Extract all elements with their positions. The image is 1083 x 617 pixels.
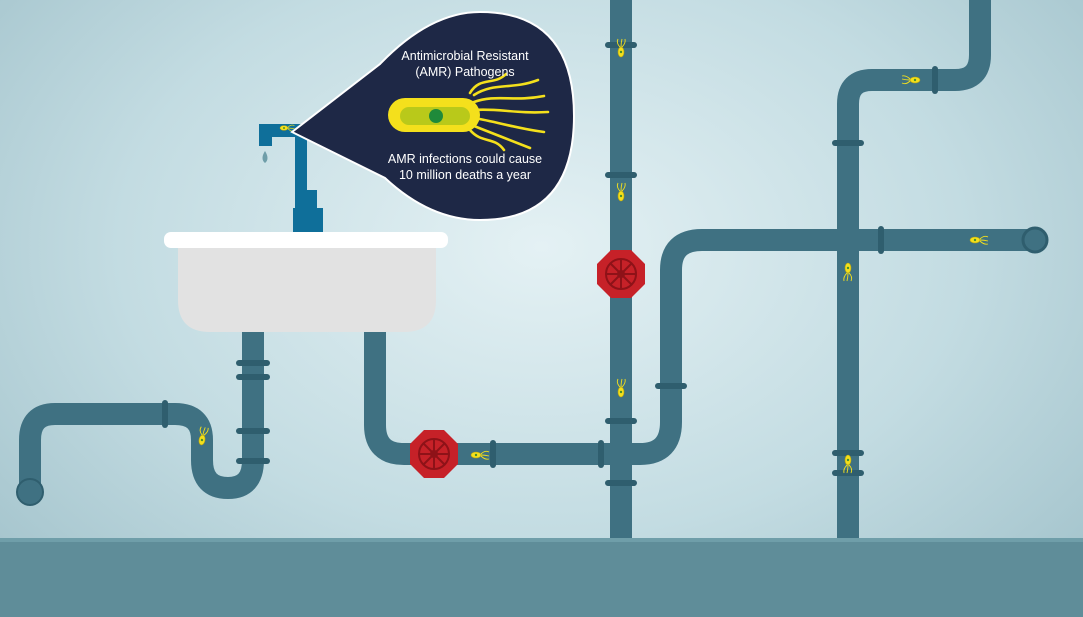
valve-wheel-icon[interactable] [409, 429, 459, 479]
callout-title: Antimicrobial Resistant (AMR) Pathogens [330, 48, 600, 80]
floor-edge [0, 538, 1083, 542]
valve-wheel-icon[interactable] [596, 249, 646, 299]
faucet [259, 124, 323, 232]
water-drop-icon [262, 151, 268, 163]
left-drain-pipe [19, 330, 264, 499]
main-horizontal-pipe [364, 229, 1035, 465]
callout-caption-line2: 10 million deaths a year [398, 168, 532, 182]
callout-caption: AMR infections could cause 10 million de… [330, 151, 600, 183]
sink-rim [164, 232, 448, 248]
left-pipe-end-cap [16, 478, 44, 506]
callout-title-line2: (AMR) Pathogens [415, 65, 515, 79]
floor [0, 538, 1083, 617]
callout-title-line1: Antimicrobial Resistant [401, 49, 529, 63]
right-pipe-end-cap [1021, 226, 1049, 254]
sink-basin [178, 244, 436, 332]
bacterium-icon [388, 72, 550, 152]
callout-caption-line1: AMR infections could cause [387, 152, 543, 166]
